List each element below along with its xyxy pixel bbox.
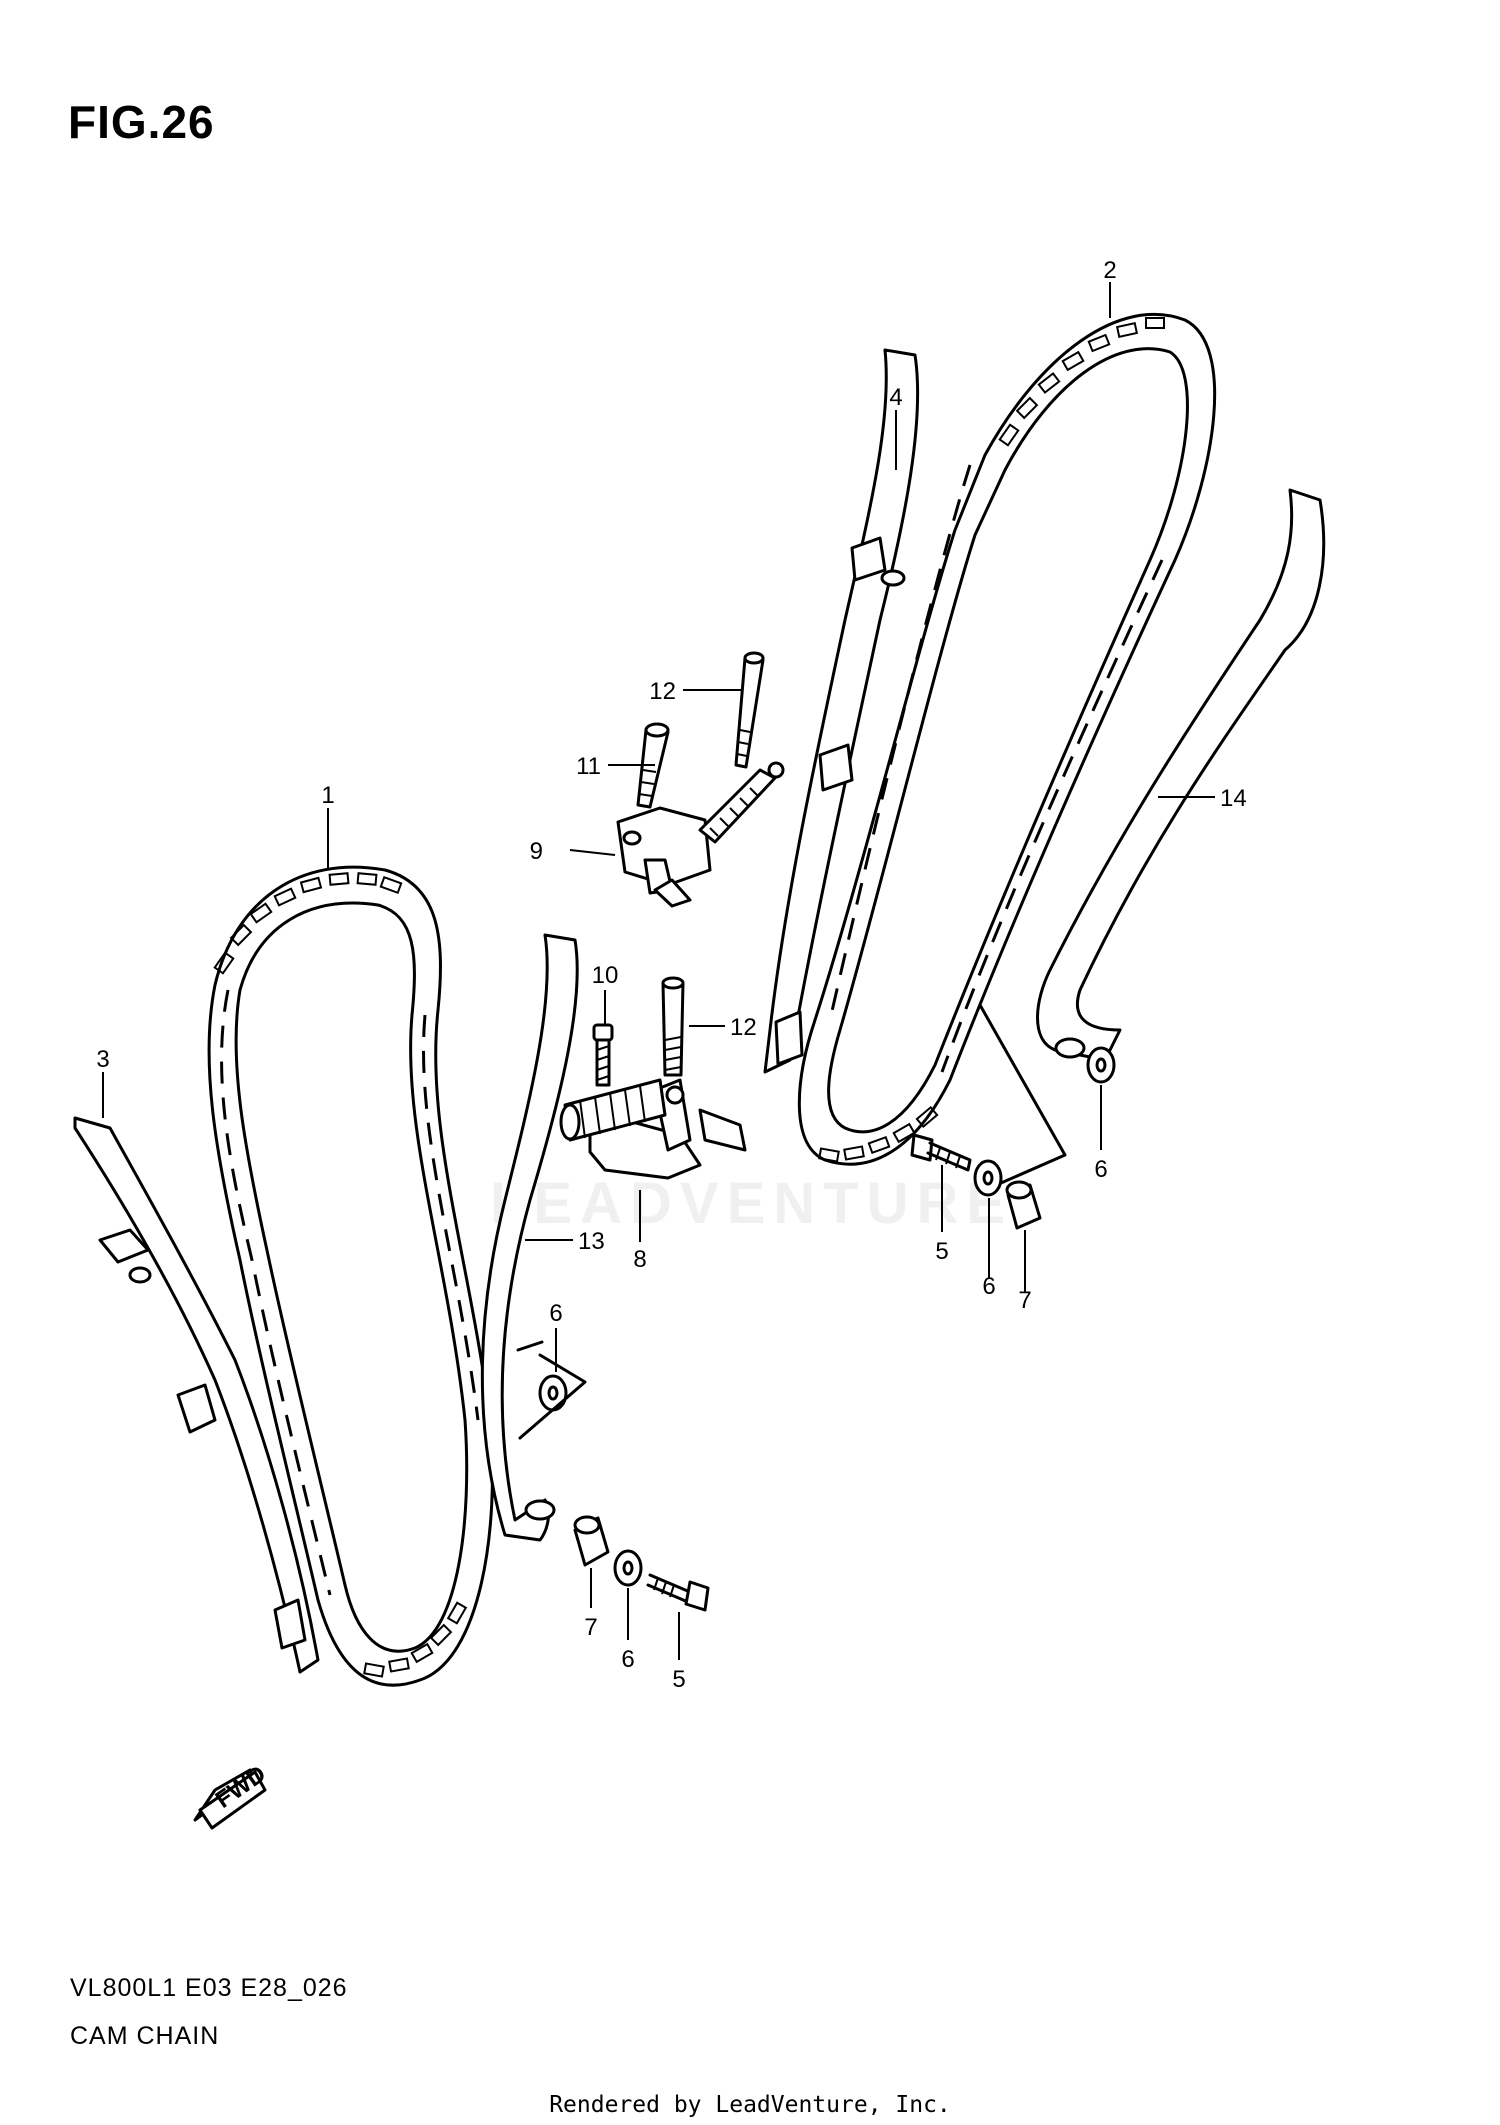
cam-chain-rear[interactable] <box>207 865 494 1687</box>
callout-12-lower[interactable]: 12 <box>730 1014 757 1041</box>
chain-links-top-rear <box>213 872 403 975</box>
tensioner-adjuster-upper[interactable] <box>616 761 785 908</box>
chain-guide-rear[interactable] <box>73 1116 320 1674</box>
render-credit: Rendered by LeadVenture, Inc. <box>549 2092 951 2118</box>
callout-13[interactable]: 13 <box>578 1228 605 1255</box>
callout-6-rear-lower[interactable]: 6 <box>621 1646 634 1673</box>
callout-6-front-upper[interactable]: 6 <box>1094 1156 1107 1183</box>
callout-7-front[interactable]: 7 <box>1018 1287 1031 1314</box>
callout-5-rear[interactable]: 5 <box>672 1666 685 1693</box>
chain-links-bottom-front <box>818 1105 939 1163</box>
callout-6-rear-upper[interactable]: 6 <box>549 1300 562 1327</box>
callout-4[interactable]: 4 <box>889 384 902 411</box>
diagram-code: VL800L1 E03 E28_026 <box>70 1974 348 2002</box>
washer-6-front-lower[interactable] <box>973 1159 1003 1197</box>
bolt-part-10[interactable] <box>592 1023 614 1087</box>
callout-11[interactable]: 11 <box>576 753 601 780</box>
tensioner-adjuster-lower[interactable] <box>559 1078 747 1180</box>
callout-2[interactable]: 2 <box>1103 257 1116 284</box>
callout-8[interactable]: 8 <box>633 1246 646 1273</box>
callout-5-front[interactable]: 5 <box>935 1238 948 1265</box>
forward-direction-arrow: FWD <box>193 1760 271 1830</box>
callout-labels: 1 2 3 4 14 12 11 9 10 12 8 13 6 7 6 5 6 … <box>96 257 1246 1693</box>
bolt-part-11[interactable] <box>636 722 670 809</box>
chain-links-top-front <box>998 317 1165 447</box>
bolt-part-12-lower[interactable] <box>661 976 685 1077</box>
leader-lines <box>102 282 1215 1660</box>
callout-9[interactable]: 9 <box>530 838 543 865</box>
tensioner-arm-rear[interactable] <box>480 933 579 1542</box>
callout-3[interactable]: 3 <box>96 1046 109 1073</box>
spacer-7-front[interactable] <box>1005 1180 1042 1230</box>
chain-guide-front[interactable] <box>763 348 920 1074</box>
figure-title: FIG.26 <box>68 96 215 148</box>
chain-links-bottom-rear <box>363 1601 468 1678</box>
washer-6-rear-upper[interactable] <box>538 1374 568 1412</box>
diagram-name: CAM CHAIN <box>70 2022 220 2050</box>
callout-14[interactable]: 14 <box>1220 785 1247 812</box>
watermark-text: LEADVENTURE <box>490 1171 1014 1236</box>
bolt-5-rear[interactable] <box>646 1573 710 1612</box>
callout-1[interactable]: 1 <box>321 782 334 809</box>
callout-12-upper[interactable]: 12 <box>649 678 676 705</box>
washer-6-rear-lower[interactable] <box>613 1549 643 1587</box>
washer-6-front-upper[interactable] <box>1086 1046 1116 1084</box>
callout-7-rear[interactable]: 7 <box>584 1614 597 1641</box>
bolt-part-12-upper[interactable] <box>734 651 765 769</box>
spacer-7-rear[interactable] <box>573 1515 610 1567</box>
callout-10[interactable]: 10 <box>592 962 619 989</box>
cam-chain-front[interactable] <box>797 312 1217 1166</box>
bolt-5-front[interactable] <box>910 1133 972 1172</box>
callout-6-front-lower[interactable]: 6 <box>982 1273 995 1300</box>
